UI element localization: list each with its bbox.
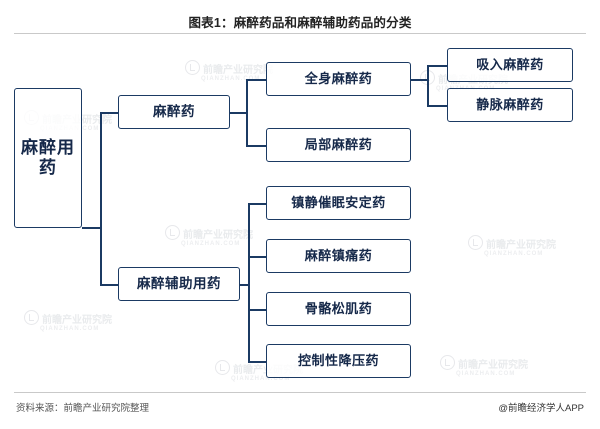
brand-text: @前瞻经济学人APP: [498, 403, 584, 414]
connector-to-branch-2: [100, 284, 118, 286]
connector-to-hypotensive: [248, 361, 266, 363]
connector-root-stub: [82, 227, 100, 229]
watermark-logo-icon: [185, 60, 200, 75]
footer-divider: [14, 392, 586, 393]
watermark-logo-icon: [215, 360, 230, 375]
connector-to-inhalation: [427, 65, 447, 67]
node-adjuvant[interactable]: 麻醉辅助用药: [118, 267, 240, 301]
watermark-logo-icon: [468, 235, 483, 250]
node-narcotic-analgesic[interactable]: 麻醉镇痛药: [266, 239, 411, 273]
node-general-anesthetic[interactable]: 全身麻醉药: [266, 62, 411, 96]
watermark-logo-icon: [165, 225, 180, 240]
connector-to-general-anesthetic: [246, 79, 266, 81]
connector-general-spine: [427, 65, 429, 105]
page-title: 图表1：麻醉药品和麻醉辅助药品的分类: [188, 16, 412, 30]
connector-to-sedative: [248, 203, 266, 205]
connector-branch2-spine: [248, 203, 250, 361]
node-sedative-hypnotic[interactable]: 镇静催眠安定药: [266, 186, 411, 220]
node-intravenous-anesthetic[interactable]: 静脉麻醉药: [447, 88, 573, 122]
header-divider: [14, 33, 586, 34]
connector-to-analgesic: [248, 256, 266, 258]
connector-to-muscle-relaxant: [248, 309, 266, 311]
connector-general-stub: [411, 79, 427, 81]
connector-branch2-stub: [240, 284, 248, 286]
connector-to-local-anesthetic: [246, 145, 266, 147]
watermark-logo-icon: [24, 310, 39, 325]
node-anesthetic[interactable]: 麻醉药: [118, 95, 230, 129]
node-local-anesthetic[interactable]: 局部麻醉药: [266, 128, 411, 162]
connector-to-branch-1: [100, 112, 118, 114]
node-inhalation-anesthetic[interactable]: 吸入麻醉药: [447, 48, 573, 82]
node-muscle-relaxant[interactable]: 骨骼松肌药: [266, 292, 411, 326]
source-text: 资料来源：前瞻产业研究院整理: [16, 403, 150, 414]
connector-branch1-stub: [230, 112, 246, 114]
node-root[interactable]: 麻醉用药: [14, 88, 82, 228]
connector-to-intravenous: [427, 105, 447, 107]
connector-branch1-spine: [246, 79, 248, 145]
connector-root-spine: [100, 112, 102, 284]
watermark-logo-icon: [440, 355, 455, 370]
node-controlled-hypotension[interactable]: 控制性降压药: [266, 344, 411, 378]
